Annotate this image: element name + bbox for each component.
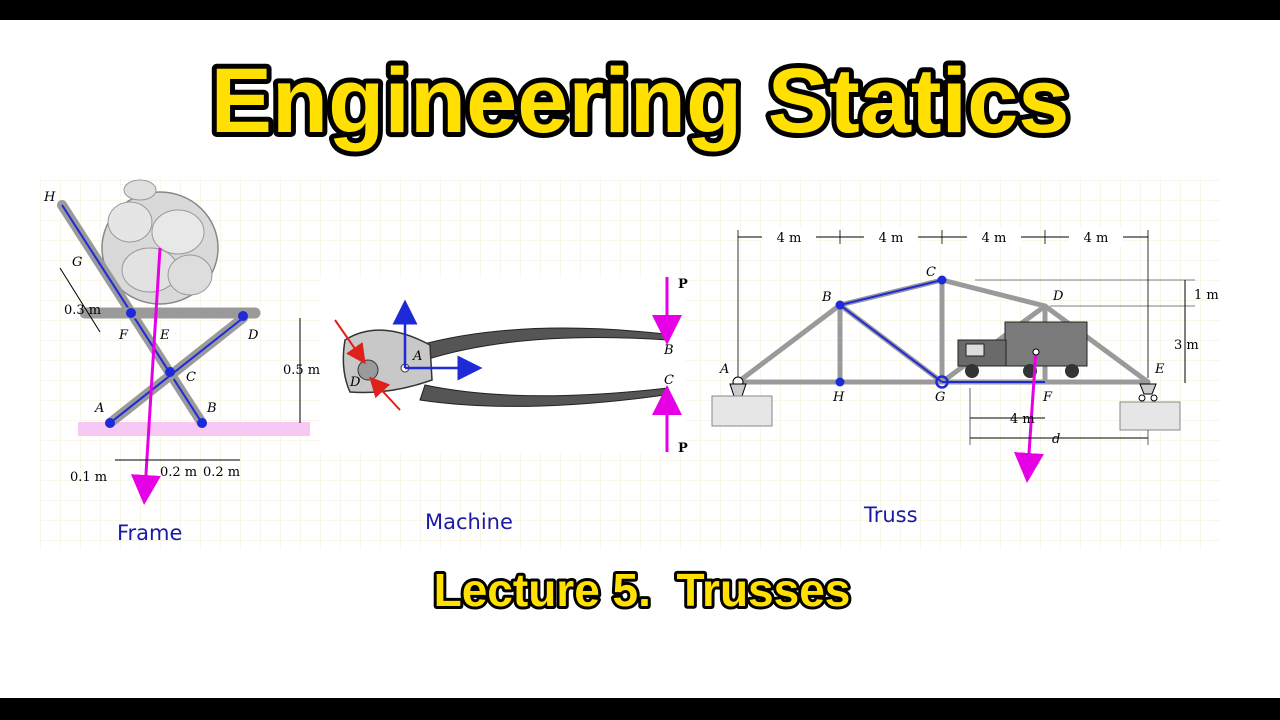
- caption-frame: Frame: [117, 521, 182, 545]
- frame-joint-d: [238, 311, 248, 321]
- truss-dim-d: d: [1052, 432, 1060, 447]
- truss-member-ab: [735, 302, 843, 385]
- frame-label-e: E: [159, 328, 170, 343]
- machine-label-d: D: [349, 375, 361, 390]
- frame-joint-b: [197, 418, 207, 428]
- truss-dim-span-2: 4 m: [879, 231, 904, 246]
- truss-joint-c: [937, 275, 947, 285]
- frame-label-b: B: [206, 401, 217, 416]
- truss-support-roller-e: [1119, 383, 1181, 431]
- frame-weight-arrow: [130, 247, 162, 505]
- truss-truck-cg-marker: [1032, 348, 1040, 356]
- truss-support-pin-a: [711, 376, 773, 427]
- frame-dim-0-3m: 0.3 m: [64, 303, 101, 318]
- truss-member-de: [1042, 303, 1151, 385]
- frame-joint-f: [126, 308, 136, 318]
- truss-dim-bg-4: [1069, 228, 1123, 246]
- frame-figure: H G F E D C A B 0.3 m 0.5 m 0.1 m 0.2 m …: [43, 179, 320, 505]
- machine-pin-d: [357, 359, 379, 381]
- machine-figure: P P A B C D: [320, 277, 688, 456]
- truss-label-h: H: [832, 390, 845, 405]
- frame-dim-diagonal: [59, 267, 101, 333]
- frame-load-rock: [101, 179, 219, 305]
- truss-label-a: A: [719, 362, 729, 377]
- machine-label-c: C: [664, 373, 674, 388]
- caption-truss: Truss: [863, 503, 918, 527]
- machine-reaction-arrow-bottom: [369, 376, 401, 411]
- frame-dim-0-1m: 0.1 m: [70, 470, 107, 485]
- machine-label-b: B: [663, 343, 674, 358]
- truss-dim-bg-2: [864, 228, 918, 246]
- truss-highlight-bc: [839, 279, 943, 306]
- truss-truck: [957, 321, 1088, 378]
- truck-window: [965, 343, 985, 357]
- frame-label-a: A: [94, 401, 104, 416]
- frame-dim-0-2m-a: 0.2 m: [160, 465, 197, 480]
- truss-dim-4m-bottom: 4 m: [1010, 412, 1035, 427]
- frame-joint-a: [105, 418, 115, 428]
- frame-dim-0-2m-b: 0.2 m: [203, 465, 240, 480]
- frame-dim-0-5m: 0.5 m: [283, 363, 320, 378]
- letterbox-top-bar: [0, 0, 1280, 20]
- truss-dim-bg-1: [762, 228, 816, 246]
- truss-label-f: F: [1042, 390, 1053, 405]
- truss-dim-3m: 3 m: [1174, 338, 1199, 353]
- machine-load-top-label: P: [678, 277, 688, 292]
- truss-highlights: [839, 279, 1045, 383]
- truss-dim-span-3: 4 m: [982, 231, 1007, 246]
- truss-highlight-bg: [839, 304, 943, 383]
- letterbox-bottom-bar: [0, 698, 1280, 720]
- caption-machine: Machine: [425, 510, 513, 534]
- truss-truck-weight-arrow: [1014, 349, 1044, 483]
- truss-dim-span-4: 4 m: [1084, 231, 1109, 246]
- frame-label-h: H: [43, 190, 56, 205]
- truss-joint-h: [835, 377, 845, 387]
- truss-dim-span-1: 4 m: [777, 231, 802, 246]
- lecture-subtitle: Lecture 5. Trusses: [434, 564, 851, 616]
- frame-label-c: C: [186, 370, 196, 385]
- truck-body: [1004, 321, 1088, 367]
- truss-label-d: D: [1052, 289, 1064, 304]
- machine-reaction-arrow-top: [334, 319, 366, 365]
- truss-joint-b: [835, 300, 845, 310]
- truss-label-b: B: [821, 290, 832, 305]
- slide-title: Engineering Statics: [211, 50, 1070, 152]
- frame-label-f: F: [118, 328, 129, 343]
- frame-ground: [78, 422, 310, 436]
- frame-member-ad-highlight: [109, 317, 244, 424]
- machine-load-bottom-label: P: [678, 441, 688, 456]
- truss-label-e: E: [1154, 362, 1165, 377]
- truss-dim-1m: 1 m: [1194, 288, 1219, 303]
- truss-label-c: C: [926, 265, 936, 280]
- frame-joint-c: [165, 367, 175, 377]
- frame-label-g: G: [72, 255, 82, 270]
- machine-label-a: A: [412, 349, 422, 364]
- truss-member-cd: [939, 277, 1048, 309]
- truck-wheel-front: [965, 364, 979, 378]
- frame-label-d: D: [247, 328, 259, 343]
- truss-joint-g: [935, 375, 949, 389]
- truss-dim-bg-3: [967, 228, 1021, 246]
- truss-label-g: G: [935, 390, 945, 405]
- truss-figure: 4 m 4 m 4 m 4 m 1 m 3 m: [711, 228, 1219, 483]
- truck-wheel-rear: [1065, 364, 1079, 378]
